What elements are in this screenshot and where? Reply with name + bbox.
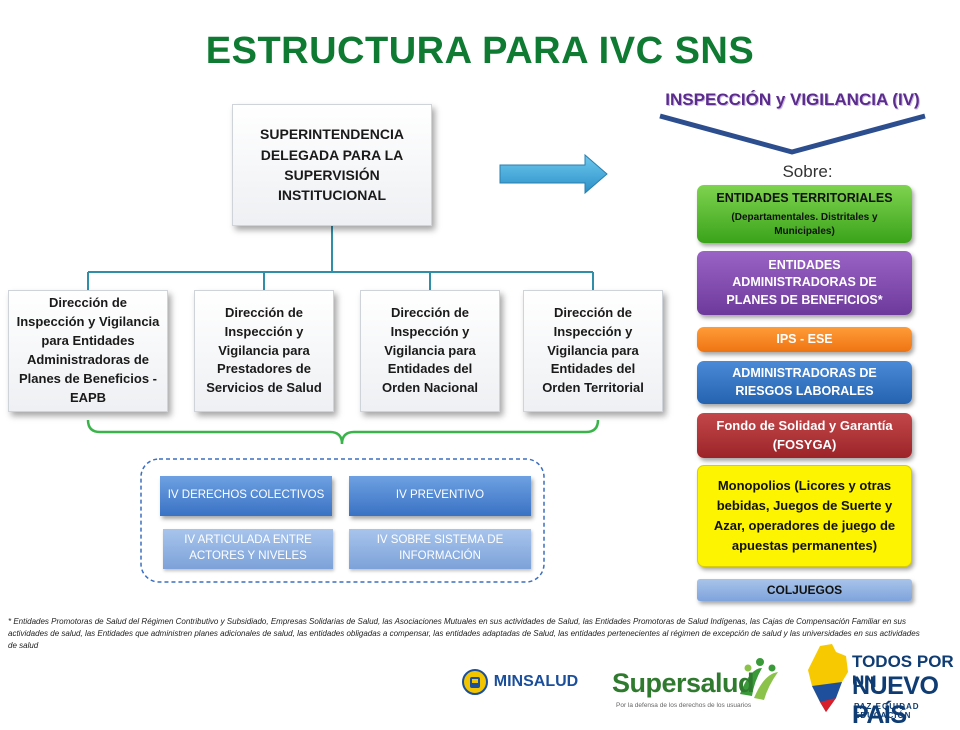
direction-label: Dirección de Inspección y Vigilancia par… [381,304,479,396]
bracket-brace [86,419,600,445]
supersalud-figures-icon [740,658,778,700]
iv-types-group-outline [140,458,545,583]
superintendencia-box: SUPERINTENDENCIA DELEGADA PARA LA SUPERV… [232,104,432,226]
entity-fosyga: Fondo de Solidad y Garantía (FOSYGA) [697,413,912,458]
footnote: * Entidades Promotoras de Salud del Régi… [8,617,920,650]
iv-articulada-label: IV ARTICULADA ENTRE ACTORES Y NIVELES [184,534,312,562]
iv-articulada: IV ARTICULADA ENTRE ACTORES Y NIVELES [163,529,333,569]
direction-box-prestadores: Dirección de Inspección y Vigilancia par… [194,290,334,412]
supersalud-logo: Supersalud Por la defensa de los derecho… [606,652,786,712]
iv-sistema-informacion-label: IV SOBRE SISTEMA DE INFORMACIÓN [376,534,504,562]
entity-riesgos-laborales: ADMINISTRADORAS DE RIESGOS LABORALES [697,361,912,404]
nuevo-pais-logo: TODOS POR UN NUEVO PAÍS PAZ EQUIDAD EDUC… [806,640,956,729]
iv-heading: INSPECCIÓN y VIGILANCIA (IV) [665,90,920,109]
entity-territoriales-label: ENTIDADES TERRITORIALES [716,190,893,205]
sobre-label: Sobre: [782,162,833,181]
direction-label: Dirección de Inspección y Vigilancia par… [542,304,644,396]
entity-ips-ese-label: IPS - ESE [776,331,833,346]
entity-territoriales-sublabel: (Departamentales. Distritales y Municipa… [731,212,878,237]
entity-riesgos-laborales-label: ADMINISTRADORAS DE RIESGOS LABORALES [732,366,877,398]
entity-monopolios: Monopolios (Licores y otras bebidas, Jue… [697,465,912,567]
gov-slogan-line3: PAZ EQUIDAD EDUCACIÓN [854,702,920,720]
iv-derechos-colectivos: IV DERECHOS COLECTIVOS [160,476,332,516]
iv-derechos-colectivos-label: IV DERECHOS COLECTIVOS [167,489,325,502]
entity-coljuegos: COLJUEGOS [697,579,912,601]
colombia-map-icon [808,644,848,712]
direction-box-orden-nacional: Dirección de Inspección y Vigilancia par… [360,290,500,412]
minsalud-text: MINSALUD [493,673,579,690]
tree-connectors [87,226,594,290]
direction-label: Dirección de Inspección y Vigilancia par… [16,295,160,405]
direction-box-orden-territorial: Dirección de Inspección y Vigilancia par… [523,290,663,412]
entity-ips-ese: IPS - ESE [697,327,912,352]
iv-preventivo-label: IV PREVENTIVO [395,489,485,502]
minsalud-logo: MINSALUD [440,652,600,712]
direction-box-eapb: Dirección de Inspección y Vigilancia par… [8,290,168,412]
supersalud-text: Supersalud [612,668,755,698]
page-title: ESTRUCTURA PARA IVC SNS [205,30,755,72]
iv-preventivo: IV PREVENTIVO [349,476,531,516]
entity-territoriales: ENTIDADES TERRITORIALES (Departamentales… [697,185,912,243]
entity-fosyga-label: Fondo de Solidad y Garantía (FOSYGA) [716,418,893,452]
iv-sistema-informacion: IV SOBRE SISTEMA DE INFORMACIÓN [349,529,531,569]
supersalud-tagline: Por la defensa de los derechos de los us… [616,702,752,709]
coat-of-arms-icon [461,669,488,695]
gov-slogan-line1: TODOS POR UN [852,652,954,691]
entity-administradoras-planes-label: ENTIDADES ADMINISTRADORAS DE PLANES DE B… [726,257,883,307]
superintendencia-label: SUPERINTENDENCIA DELEGADA PARA LA SUPERV… [260,126,404,204]
entity-monopolios-label: Monopolios (Licores y otras bebidas, Jue… [713,477,896,554]
right-arrow-icon [499,153,608,195]
entity-administradoras-planes: ENTIDADES ADMINISTRADORAS DE PLANES DE B… [697,251,912,315]
entity-coljuegos-label: COLJUEGOS [766,582,843,597]
chevron-down-icon [659,113,926,155]
direction-label: Dirección de Inspección y Vigilancia par… [206,304,322,396]
gov-slogan-line2: NUEVO PAÍS [852,672,939,729]
